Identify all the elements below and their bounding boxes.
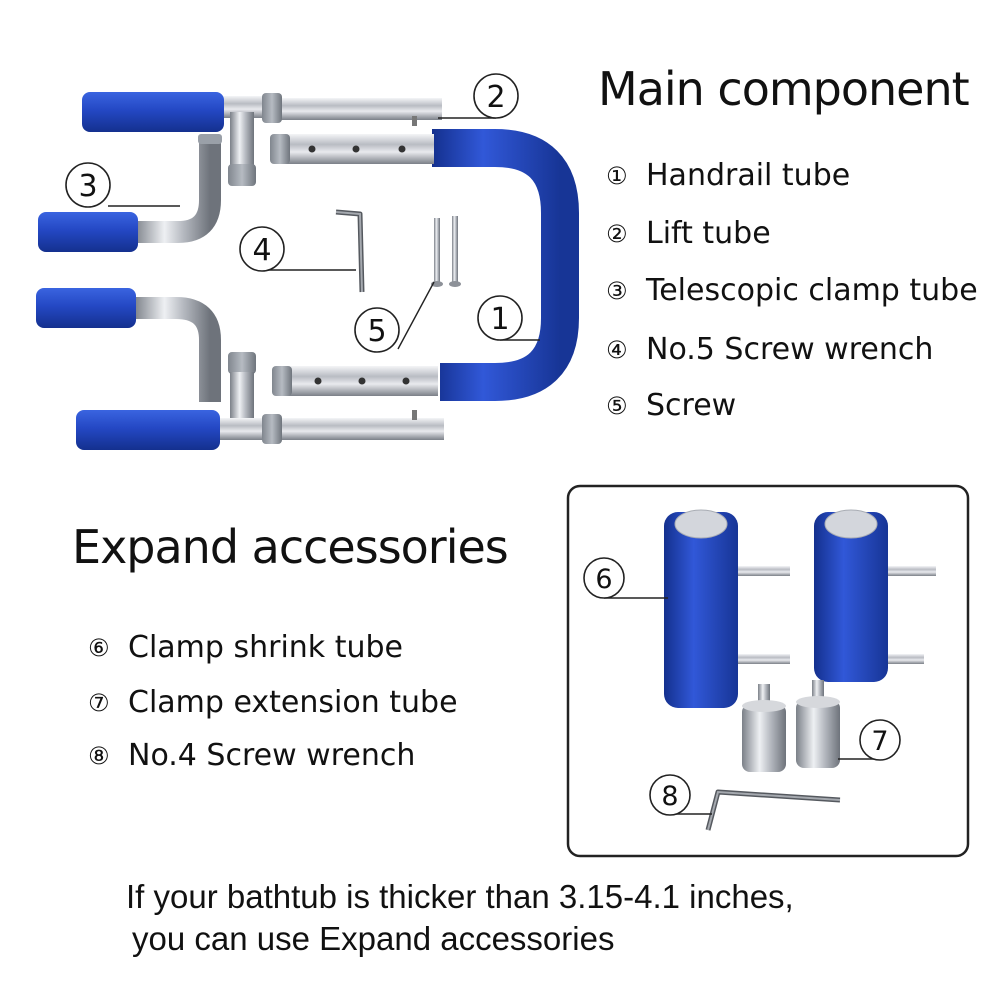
lift-grip-top — [82, 92, 224, 132]
footer-line-1: If your bathtub is thicker than 3.15-4.1… — [126, 878, 794, 915]
callout-8-circle — [649, 774, 691, 816]
legend-label: No.5 Screw wrench — [646, 332, 934, 367]
callout-2-circle — [473, 73, 519, 119]
callouts-main — [108, 117, 540, 350]
clamp-grip-lower — [36, 288, 136, 328]
legend-number: ⑧ — [88, 741, 110, 770]
adjust-holes — [308, 145, 410, 385]
callout-3-number: 3 — [78, 169, 97, 204]
legend-item-handrail-tube: ① Handrail tube — [606, 158, 850, 193]
lift-grip-bottom — [76, 410, 220, 450]
lift-tube-top — [82, 92, 442, 186]
callout-6-circle — [583, 557, 625, 599]
callout-4-number: 4 — [252, 233, 271, 268]
clamp-grip-upper — [38, 212, 138, 252]
clamp-shrink-tube-right — [814, 509, 936, 682]
clamp-extension-tube-right — [796, 680, 840, 768]
legend-item-lift-tube: ② Lift tube — [606, 216, 771, 251]
legend-label: Handrail tube — [646, 158, 851, 193]
legend-label: Clamp extension tube — [128, 685, 458, 720]
legend-number: ⑥ — [88, 633, 110, 662]
clamp-shrink-tube-left — [664, 509, 790, 708]
handrail-upper-steel — [286, 134, 434, 164]
callout-8-number: 8 — [661, 781, 678, 812]
callout-2-number: 2 — [486, 80, 505, 115]
expand-accessories-title: Expand accessories — [72, 520, 509, 574]
legend-item-clamp-shrink-tube: ⑥ Clamp shrink tube — [88, 630, 403, 665]
clamp-extension-tube-left — [742, 684, 786, 772]
handrail-lower-cap — [272, 366, 292, 396]
legend-item-screw: ⑤ Screw — [606, 388, 736, 423]
legend-item-no4-screw-wrench: ⑧ No.4 Screw wrench — [88, 738, 415, 773]
legend-number: ② — [606, 219, 628, 248]
legend-label: Telescopic clamp tube — [646, 273, 978, 308]
legend-label: No.4 Screw wrench — [128, 738, 416, 773]
legend-label: Lift tube — [646, 216, 771, 251]
no5-screw-wrench — [335, 209, 365, 293]
callout-1-number: 1 — [490, 302, 509, 337]
callout-4-circle — [239, 226, 285, 272]
callout-7-circle — [859, 719, 901, 761]
legend-number: ① — [606, 161, 628, 190]
legend-number: ⑤ — [606, 391, 628, 420]
legend-label: Clamp shrink tube — [128, 630, 403, 665]
legend-number: ⑦ — [88, 688, 110, 717]
no4-screw-wrench — [705, 789, 841, 831]
accessories-panel — [566, 484, 970, 858]
callout-7-number: 7 — [871, 726, 888, 757]
callout-6-number: 6 — [595, 564, 612, 595]
legend-label: Screw — [646, 388, 737, 423]
callout-1-circle — [477, 295, 523, 341]
legend-number: ④ — [606, 335, 628, 364]
callout-5-number: 5 — [367, 314, 386, 349]
callout-5-circle — [354, 307, 400, 353]
handrail-blue-grip — [432, 129, 579, 401]
main-component-title: Main component — [598, 62, 970, 116]
handrail-upper-cap — [270, 134, 290, 164]
legend-item-clamp-extension-tube: ⑦ Clamp extension tube — [88, 685, 458, 720]
telescopic-clamp-tube-upper — [38, 134, 222, 252]
footer-note: If your bathtub is thicker than 3.15-4.1… — [126, 876, 794, 960]
telescopic-clamp-tube-lower — [36, 288, 221, 402]
handrail-tube — [270, 129, 579, 401]
callout-3-circle — [65, 162, 111, 208]
lift-tube-bottom — [76, 352, 444, 450]
legend-item-no5-screw-wrench: ④ No.5 Screw wrench — [606, 332, 933, 367]
footer-line-2: you can use Expand accessories — [132, 920, 615, 957]
screws — [431, 216, 461, 287]
legend-item-telescopic-clamp-tube: ③ Telescopic clamp tube — [606, 273, 978, 308]
legend-number: ③ — [606, 276, 628, 305]
